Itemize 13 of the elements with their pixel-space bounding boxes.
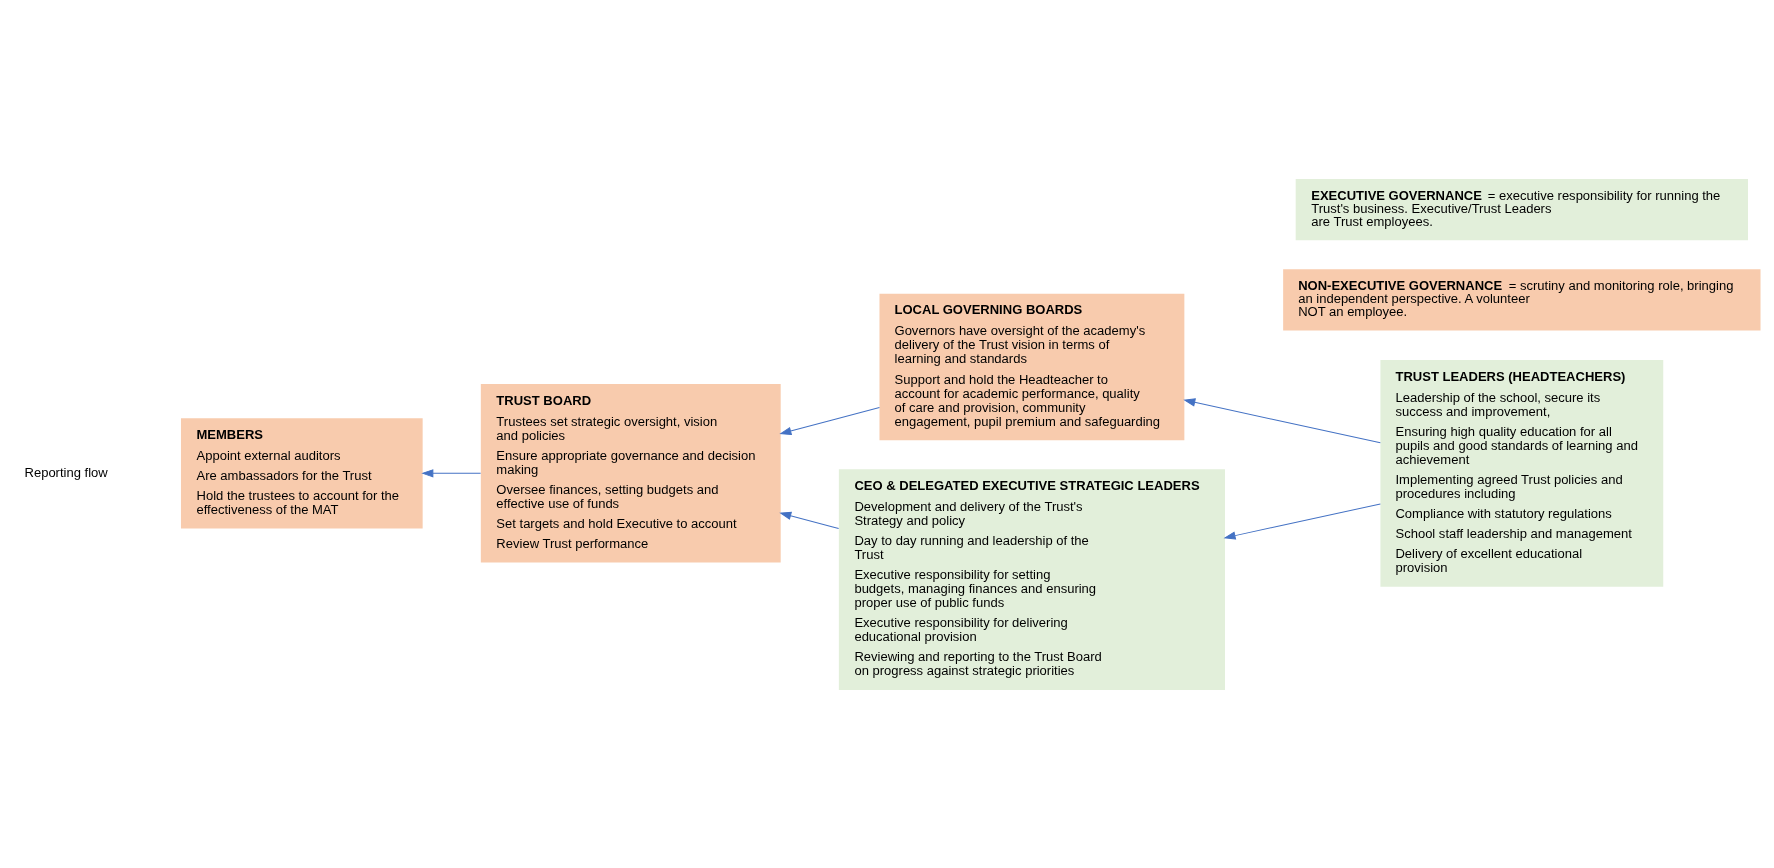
arrow	[780, 511, 840, 529]
node-box: CEO & DELEGATED EXECUTIVE STRATEGIC LEADERS Development and delivery of the Trust's Strategy and policy Day to day running and leadership of the Trust Executive responsibility for setting budgets, managing finances and ensuring proper use of public funds Executive responsibility for delivering educational provision Reviewing and reporting to the Trust Board on progress against strategic priorities	[838, 468, 1225, 690]
node-box: MEMBERS Appoint external auditors Are ambassadors for the Trust Hold the trustees to account for the effectiveness of the MAT	[180, 417, 423, 528]
arrow	[780, 406, 880, 435]
node-box: EXECUTIVE GOVERNANCE = executive responsibility for running the Trust's business. Executive/Trust Leaders are Trust employees.	[1295, 178, 1748, 240]
arrow	[422, 468, 482, 477]
node-box: LOCAL GOVERNING BOARDS Governors have oversight of the academy's delivery of the Trust vision in terms of learning and standards Support and hold the Headteacher to account for academic performance, quality of care and provision, community engagement, pupil premium and safeguarding	[879, 293, 1185, 440]
node-box: TRUST BOARD Trustees set strategic oversight, vision and policies Ensure appropriate governance and decision making Oversee finances, setting budgets and effective use of funds Set targets and hold Executive to account Review Trust performance	[480, 383, 781, 563]
arrow	[1224, 502, 1381, 540]
legend-label: Reporting flow	[24, 464, 108, 480]
node-box: TRUST LEADERS (HEADTEACHERS) Leadership of the school, secure its success and improvement, Ensuring high quality education for all pupils and good standards of learning and achievement Implementing agreed Trust policies and procedures including Compliance with statutory regulations School staff leadership and management Delivery of excellent educational provision	[1380, 359, 1664, 587]
arrow	[1184, 397, 1381, 443]
node-box: NON-EXECUTIVE GOVERNANCE = scrutiny and monitoring role, bringing an independent perspective. A volunteer NOT an employee.	[1283, 268, 1761, 330]
